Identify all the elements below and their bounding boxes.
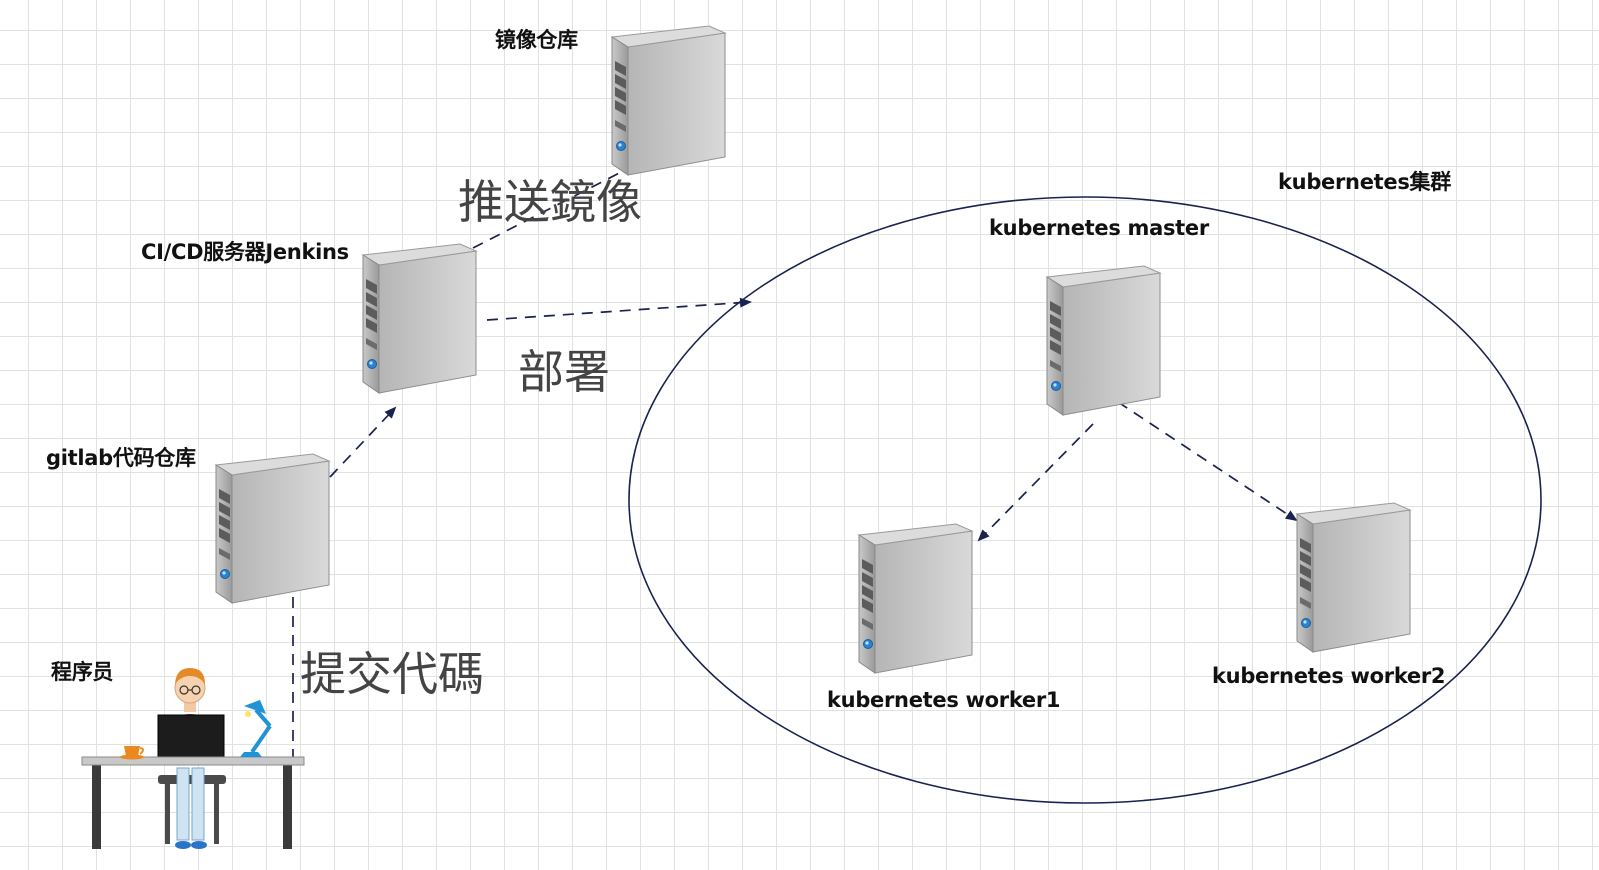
cluster-boundary <box>628 196 1542 804</box>
arrow-master-to-worker1 <box>977 423 1094 542</box>
developer-at-desk-icon <box>81 668 305 849</box>
arrow-jenkins-to-cluster <box>486 297 752 321</box>
jenkins-server-icon <box>362 243 477 394</box>
master-server-icon <box>1046 265 1161 416</box>
worker1-label: kubernetes worker1 <box>827 688 1061 712</box>
worker1-server-icon <box>858 523 973 674</box>
arrow-gitlab-to-jenkins <box>329 406 397 478</box>
deploy-edge-label: 部署 <box>518 345 610 399</box>
registry-server-icon <box>611 25 726 176</box>
worker2-server-icon <box>1296 502 1411 653</box>
gitlab-server-icon <box>215 453 330 604</box>
arrow-master-to-worker2 <box>1117 401 1298 522</box>
registry-label: 镜像仓库 <box>495 28 578 52</box>
developer-label: 程序员 <box>51 660 114 684</box>
push-image-edge-label: 推送鏡像 <box>458 175 642 229</box>
commit-code-edge-label: 提交代碼 <box>300 647 484 701</box>
worker2-label: kubernetes worker2 <box>1212 664 1446 688</box>
cluster-label: kubernetes集群 <box>1278 170 1451 194</box>
jenkins-label: CI/CD服务器Jenkins <box>141 240 349 264</box>
gitlab-label: gitlab代码仓库 <box>46 446 196 470</box>
master-label: kubernetes master <box>989 216 1209 240</box>
